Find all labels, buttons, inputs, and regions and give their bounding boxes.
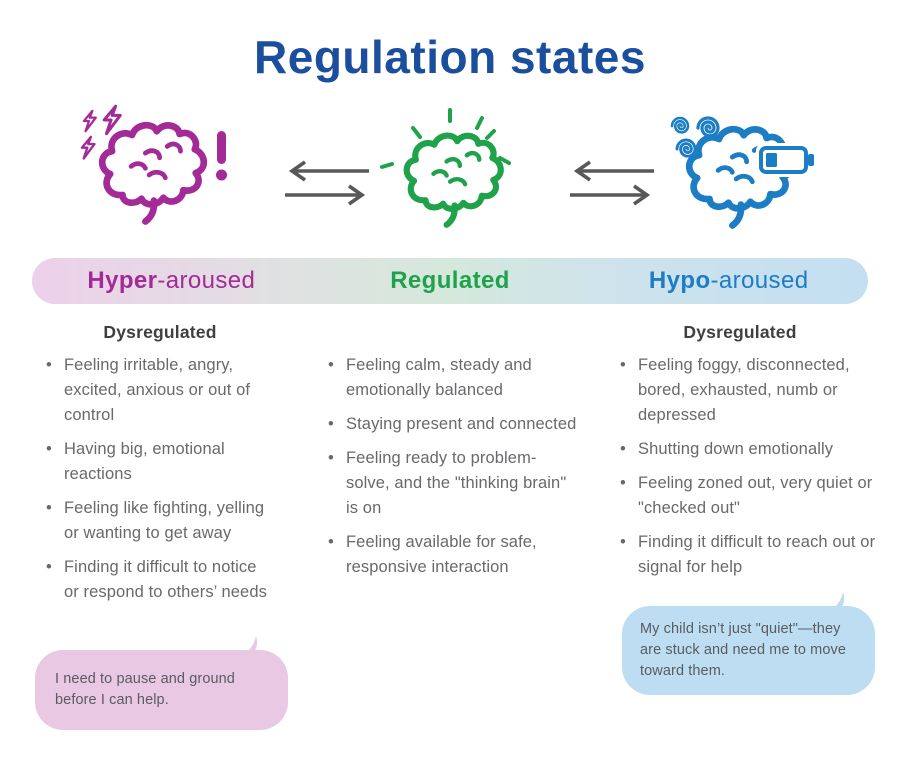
list-item: •Feeling calm, steady and emotionally ba… bbox=[328, 353, 578, 403]
bullet-dot: • bbox=[620, 440, 626, 458]
bullet-dot: • bbox=[620, 533, 626, 551]
shine-rays-icon bbox=[380, 108, 511, 169]
list-item: •Shutting down emotionally bbox=[620, 437, 882, 462]
bullet-dot: • bbox=[46, 356, 52, 374]
list-item: •Feeling available for safe, responsive … bbox=[328, 530, 578, 580]
list-item: •Feeling zoned out, very quiet or "check… bbox=[620, 471, 882, 521]
bullet-dot: • bbox=[328, 356, 334, 374]
list-item: •Feeling irritable, angry, excited, anxi… bbox=[46, 353, 272, 428]
bullet-dot: • bbox=[328, 533, 334, 551]
list-item: •Feeling foggy, disconnected, bored, exh… bbox=[620, 353, 882, 428]
list-item: •Feeling like fighting, yelling or wanti… bbox=[46, 496, 272, 546]
exclamation-icon bbox=[216, 131, 227, 181]
hypo-brain-icon bbox=[670, 116, 816, 251]
bullet-dot: • bbox=[46, 558, 52, 576]
bidirectional-arrows-icon bbox=[285, 160, 369, 206]
regulated-brain-icon bbox=[380, 108, 511, 246]
bullet-dot: • bbox=[620, 474, 626, 492]
speech-bubble-tail bbox=[234, 636, 258, 660]
low-battery-icon bbox=[756, 143, 816, 177]
list-item: •Having big, emotional reactions bbox=[46, 437, 272, 487]
hypo-subheading: Dysregulated bbox=[683, 322, 797, 342]
page-title: Regulation states bbox=[254, 31, 646, 83]
hypo-speech-bubble: My child isn’t just "quiet"—they are stu… bbox=[622, 592, 875, 695]
label-hyper-aroused: Hyper-aroused bbox=[87, 267, 256, 294]
regulated-bullet-list: •Feeling calm, steady and emotionally ba… bbox=[328, 353, 578, 580]
bullet-dot: • bbox=[46, 499, 52, 517]
hyper-brain-icon bbox=[80, 104, 227, 245]
bidirectional-arrows-icon bbox=[570, 160, 654, 206]
state-banner: Hyper-aroused Regulated Hypo-aroused bbox=[32, 258, 868, 304]
label-hypo-aroused: Hypo-aroused bbox=[648, 267, 809, 294]
list-item: •Finding it difficult to reach out or si… bbox=[620, 530, 882, 580]
label-regulated: Regulated bbox=[390, 267, 510, 294]
bullet-dot: • bbox=[46, 440, 52, 458]
hyper-speech-bubble: I need to pause and ground before I can … bbox=[35, 636, 288, 730]
list-item: •Staying present and connected bbox=[328, 412, 578, 437]
hypo-bullet-list: •Feeling foggy, disconnected, bored, exh… bbox=[620, 353, 882, 580]
speech-bubble-tail bbox=[821, 592, 845, 616]
hyper-bullet-list: •Feeling irritable, angry, excited, anxi… bbox=[46, 353, 272, 605]
bullet-dot: • bbox=[328, 449, 334, 467]
hyper-subheading: Dysregulated bbox=[103, 322, 217, 342]
speech-bubble-text: My child isn’t just "quiet"—they are stu… bbox=[640, 621, 847, 679]
bullet-dot: • bbox=[328, 415, 334, 433]
list-item: •Feeling ready to problem-solve, and the… bbox=[328, 446, 578, 521]
speech-bubble-text: I need to pause and ground before I can … bbox=[55, 671, 235, 708]
bullet-dot: • bbox=[620, 356, 626, 374]
list-item: •Finding it difficult to notice or respo… bbox=[46, 555, 272, 605]
